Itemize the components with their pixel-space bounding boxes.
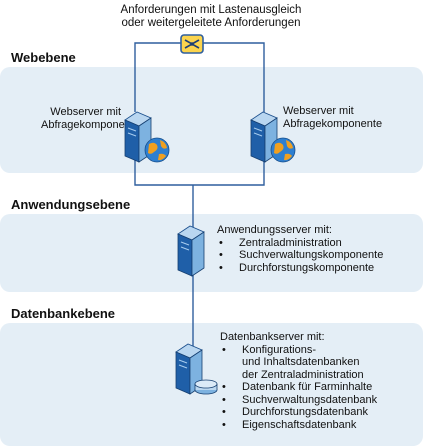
load-balancer-caption: Anforderungen mit Lastenausgleich oder w… — [120, 4, 302, 29]
web-server-right-caption: Webserver mit Abfragekomponente — [283, 105, 383, 130]
list-item: Suchverwaltungsdatenbank — [220, 394, 377, 407]
list-item: Durchforstungsdatenbank — [220, 406, 377, 419]
database-server-icon — [175, 343, 218, 395]
database-server-list: Konfigurations- und Inhaltsdatenbanken d… — [220, 344, 377, 432]
list-item: Durchforstungskomponente — [217, 262, 383, 275]
connector-web-left — [134, 160, 265, 186]
application-server-list: Zentraladministration Suchverwaltungskom… — [217, 237, 383, 275]
connector-lb-left — [134, 42, 181, 112]
application-server-caption: Anwendungsserver mit: Zentraladministrat… — [217, 224, 383, 274]
list-item: Eigenschaftsdatenbank — [220, 419, 377, 432]
list-item: Konfigurations- und Inhaltsdatenbanken d… — [220, 344, 377, 382]
application-tier-title: Anwendungsebene — [11, 197, 131, 212]
application-server-heading: Anwendungsserver mit: — [217, 224, 332, 236]
list-item: Datenbank für Farminhalte — [220, 381, 377, 394]
web-server-left-caption: Webserver mit Abfragekomponente — [41, 106, 141, 131]
web-tier-band — [0, 67, 423, 173]
database-tier-title: Datenbankebene — [11, 306, 116, 321]
web-server-left-icon — [124, 111, 170, 163]
connector-lb-right — [203, 42, 265, 112]
web-server-right-icon — [250, 111, 296, 163]
database-server-caption: Datenbankserver mit: Konfigurations- und… — [220, 331, 377, 431]
list-item: Suchverwaltungskomponente — [217, 249, 383, 262]
application-server-icon — [177, 225, 205, 277]
web-tier-title: Webebene — [11, 50, 76, 65]
database-server-heading: Datenbankserver mit: — [220, 331, 325, 343]
load-balancer-icon — [180, 34, 204, 54]
list-item: Zentraladministration — [217, 237, 383, 250]
